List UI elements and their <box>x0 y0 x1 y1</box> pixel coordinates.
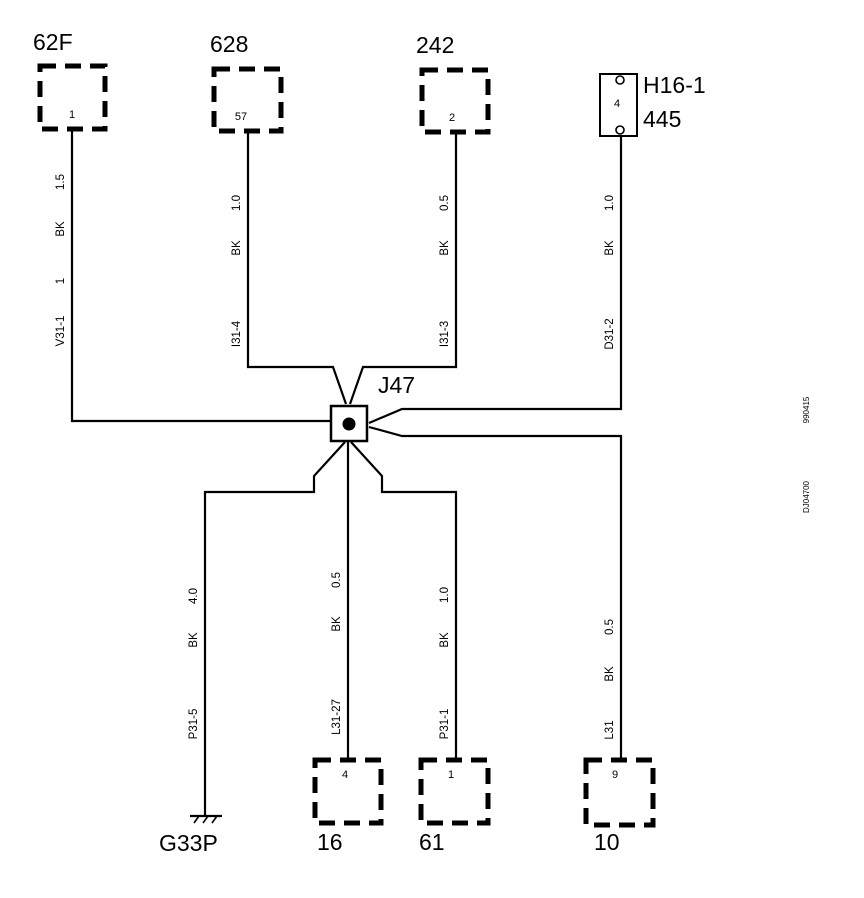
wire-L31-27-color: BK <box>331 616 343 632</box>
connector-61-label: 61 <box>419 829 445 855</box>
connector-H16-1-sublabel: 445 <box>643 106 681 132</box>
wire-labels-bottom: 4.0 BK P31-5 0.5 BK L31-27 1.0 BK P31-1 … <box>188 572 616 740</box>
wire-P31-1[interactable] <box>350 441 458 758</box>
connector-H16-1-box <box>599 73 638 137</box>
splice-J47-dot <box>342 417 356 431</box>
connector-10-pin: 9 <box>612 769 618 781</box>
connector-628-label: 628 <box>210 31 248 57</box>
connector-10[interactable]: 9 10 <box>583 757 656 855</box>
connector-61[interactable]: 1 61 <box>418 757 491 855</box>
wire-L31-circuit: L31 <box>604 720 616 739</box>
wire-P31-1-size: 1.0 <box>439 587 451 603</box>
connector-62F-box <box>37 63 108 132</box>
connector-62F[interactable]: 62F 1 <box>33 29 108 132</box>
margin-refs: 990415 DJ04700 <box>802 396 811 513</box>
connector-H16-1-terminal-bottom <box>615 125 625 135</box>
wire-I31-4-circuit: I31-4 <box>231 320 243 347</box>
wire-I31-4[interactable] <box>246 133 348 405</box>
wire-L31-27-circuit: L31-27 <box>331 699 343 735</box>
connector-242[interactable]: 242 2 <box>416 32 491 135</box>
wire-D31-2-color: BK <box>604 240 616 256</box>
connector-628-box <box>211 66 284 134</box>
connector-61-pin: 1 <box>448 769 454 781</box>
wire-L31[interactable] <box>368 425 623 760</box>
splice-J47[interactable]: J47 <box>329 372 415 443</box>
wire-D31-2[interactable] <box>368 135 623 425</box>
wire-P31-5-circuit: P31-5 <box>188 709 200 740</box>
connector-16-pin: 4 <box>342 769 348 781</box>
connector-10-label: 10 <box>594 829 620 855</box>
wire-P31-5-color: BK <box>188 632 200 648</box>
connector-242-label: 242 <box>416 32 454 58</box>
connector-628-pin: 57 <box>235 111 247 123</box>
wire-P31-5-size: 4.0 <box>188 588 200 604</box>
wire-I31-3-color: BK <box>439 240 451 256</box>
wire-P31-1-color: BK <box>439 632 451 648</box>
wire-D31-2-size: 1.0 <box>604 195 616 211</box>
wire-V31-1-circuit: V31-1 <box>55 316 67 347</box>
margin-ref-date: 990415 <box>802 396 811 423</box>
wire-I31-3-circuit: I31-3 <box>439 321 451 347</box>
ground-icon <box>193 815 218 824</box>
wire-labels-top: 1.5 BK 1 V31-1 1.0 BK I31-4 0.5 BK I31-3… <box>55 174 616 350</box>
connector-16-box <box>312 757 384 826</box>
wire-I31-4-color: BK <box>231 240 243 256</box>
connector-242-box <box>419 67 491 135</box>
wire-I31-3[interactable] <box>348 134 458 405</box>
splice-J47-label: J47 <box>378 372 415 398</box>
wire-V31-1[interactable] <box>70 131 332 423</box>
wire-D31-2-circuit: D31-2 <box>604 318 616 349</box>
wire-V31-1-extra: 1 <box>55 278 67 284</box>
ground-G33P-label: G33P <box>159 830 218 856</box>
wire-V31-1-size: 1.5 <box>55 174 67 190</box>
wire-V31-1-color: BK <box>55 221 67 237</box>
connector-628[interactable]: 628 57 <box>210 31 284 134</box>
connector-10-box <box>583 757 656 828</box>
connector-16-label: 16 <box>317 829 343 855</box>
ground-G33P[interactable]: G33P <box>159 814 222 856</box>
connector-H16-1[interactable]: 4 H16-1 445 <box>599 72 706 137</box>
connector-H16-1-label: H16-1 <box>643 72 706 98</box>
wire-P31-1-circuit: P31-1 <box>439 709 451 740</box>
margin-ref-drawing-id: DJ04700 <box>802 480 811 513</box>
connector-62F-label: 62F <box>33 29 73 55</box>
connector-H16-1-pin: 4 <box>614 98 620 110</box>
wire-L31-color: BK <box>604 666 616 682</box>
connector-242-pin: 2 <box>449 112 455 124</box>
connector-61-box <box>418 757 491 826</box>
connector-62F-pin: 1 <box>69 109 75 121</box>
connector-H16-1-terminal-top <box>615 75 625 85</box>
connector-16[interactable]: 4 16 <box>312 757 384 855</box>
wire-P31-5[interactable] <box>203 441 346 815</box>
wires <box>70 131 623 815</box>
wire-I31-3-size: 0.5 <box>439 195 451 211</box>
wire-L31-size: 0.5 <box>604 619 616 635</box>
wire-L31-27-size: 0.5 <box>331 572 343 588</box>
wire-I31-4-size: 1.0 <box>231 195 243 211</box>
